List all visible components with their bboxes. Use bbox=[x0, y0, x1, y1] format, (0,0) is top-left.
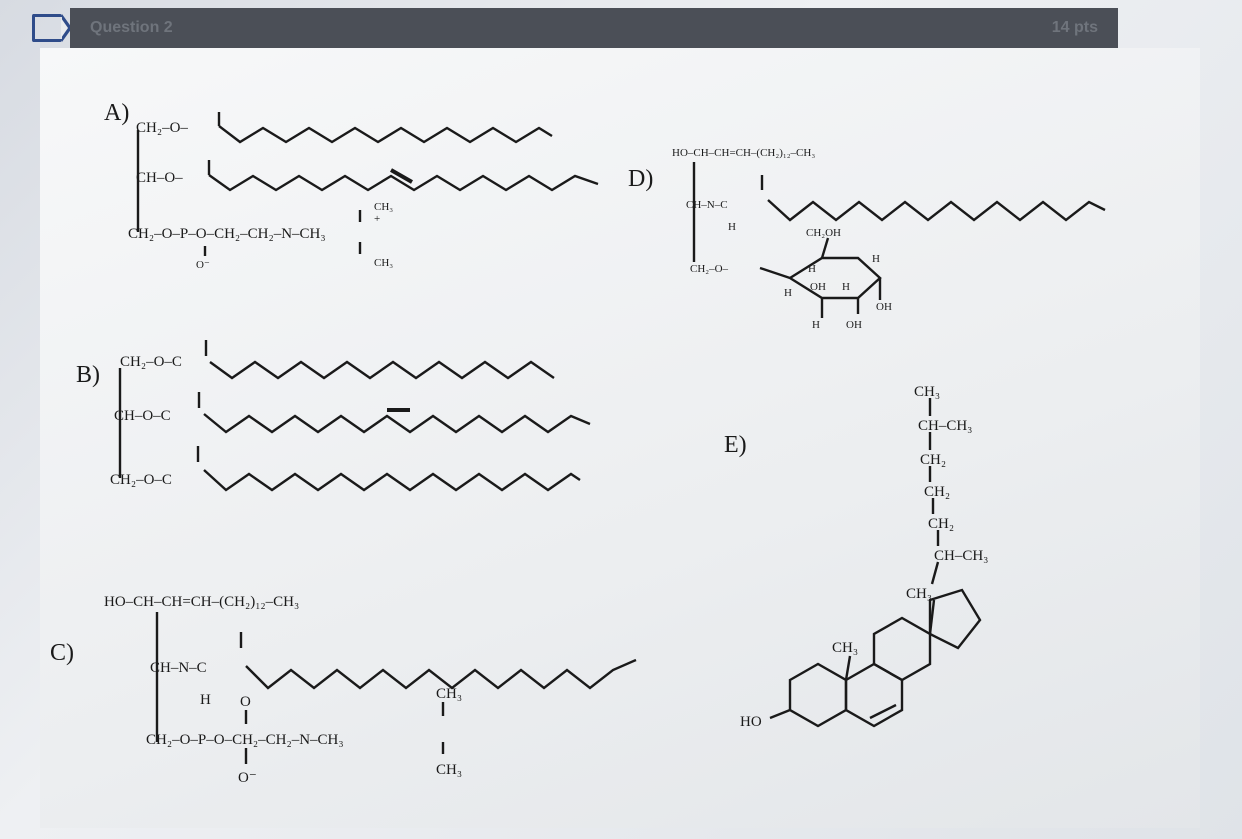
e-side-2: CH₂ bbox=[920, 452, 946, 468]
b-row1: CH₂–O–C bbox=[120, 354, 182, 370]
a-charge-pos: + bbox=[374, 213, 380, 225]
c-phosphate: CH₂–O–P–O–CH₂–CH₂–N–CH₃ bbox=[146, 732, 344, 748]
d-top-chain: HO–CH–CH=CH–(CH₂)₁₂–CH₃ bbox=[672, 147, 815, 159]
c-amide: CH–N–C bbox=[150, 660, 207, 676]
d-ring-oh3: OH bbox=[846, 319, 862, 331]
question-points: 14 pts bbox=[1051, 19, 1098, 36]
structure-a bbox=[136, 112, 599, 256]
a-charge-neg: O⁻ bbox=[196, 259, 210, 271]
d-h-atom: H bbox=[728, 221, 736, 233]
d-ring-h5: H bbox=[812, 319, 820, 331]
structure-d bbox=[692, 162, 1106, 318]
d-ch2o: CH₂–O– bbox=[690, 263, 729, 275]
e-side-4: CH₂ bbox=[928, 516, 954, 532]
c-h-atom: H bbox=[200, 692, 211, 708]
e-side-1: CH–CH₃ bbox=[918, 418, 972, 434]
e-side-3: CH₂ bbox=[924, 484, 950, 500]
d-ch2oh: CH₂OH bbox=[806, 227, 841, 239]
a-row2: CH–O– bbox=[136, 170, 183, 186]
c-o-atom: O bbox=[240, 694, 251, 710]
label-d: D) bbox=[628, 166, 653, 192]
a-row1: CH₂–O– bbox=[136, 120, 188, 136]
e-hydroxyl: HO bbox=[740, 714, 762, 730]
e-angular-methyl-1: CH₃ bbox=[906, 586, 932, 602]
structure-c bbox=[155, 612, 637, 764]
collapse-sidebar-icon[interactable] bbox=[32, 14, 72, 42]
label-b: B) bbox=[76, 362, 100, 388]
label-a: A) bbox=[104, 100, 129, 126]
c-top-methyl: CH₃ bbox=[436, 686, 462, 702]
d-ring-h3: H bbox=[784, 287, 792, 299]
b-row3: CH₂–O–C bbox=[110, 472, 172, 488]
question-title: Question 2 bbox=[90, 19, 173, 36]
d-ring-oh1: OH bbox=[810, 281, 826, 293]
e-angular-methyl-2: CH₃ bbox=[832, 640, 858, 656]
c-charge-neg: O⁻ bbox=[238, 770, 257, 786]
d-ring-oh2: OH bbox=[876, 301, 892, 313]
label-c: C) bbox=[50, 640, 74, 666]
label-e: E) bbox=[724, 432, 747, 458]
a-top-methyl: CH₃ bbox=[374, 201, 393, 213]
d-ring-h4: H bbox=[842, 281, 850, 293]
c-top-chain: HO–CH–CH=CH–(CH₂)₁₂–CH₃ bbox=[104, 594, 299, 610]
a-bottom-methyl: CH₃ bbox=[374, 257, 393, 269]
a-row3: CH₂–O–P–O–CH₂–CH₂–N–CH₃ bbox=[128, 226, 326, 242]
structure-e bbox=[769, 398, 982, 728]
d-ring-h2: H bbox=[872, 253, 880, 265]
d-ring-h1: H bbox=[808, 263, 816, 275]
d-amide: CH–N–C bbox=[686, 199, 728, 211]
c-bottom-methyl: CH₃ bbox=[436, 762, 462, 778]
question-header: Question 2 14 pts bbox=[70, 8, 1118, 48]
question-content bbox=[40, 48, 1200, 828]
e-side-0: CH₃ bbox=[914, 384, 940, 400]
structure-b bbox=[118, 340, 591, 492]
e-side-5: CH–CH₃ bbox=[934, 548, 988, 564]
b-row2: CH–O–C bbox=[114, 408, 171, 424]
